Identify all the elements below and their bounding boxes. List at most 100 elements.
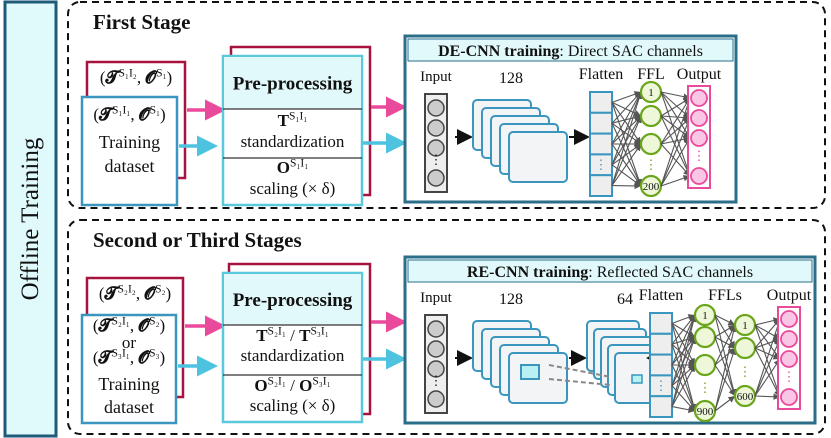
connection <box>754 318 782 397</box>
projection-line <box>548 378 612 386</box>
stage-dashed-border <box>67 219 826 435</box>
flatten-cell <box>589 111 613 135</box>
ffl-neuron <box>693 325 717 349</box>
cnn-title: DE-CNN training: Direct SAC channels <box>438 43 703 60</box>
conv-layer-label: 128 <box>499 291 523 308</box>
offline-training-bar: Offline Training <box>3 0 58 438</box>
output-neuron <box>780 388 798 406</box>
input-layer-label: Input <box>420 69 452 85</box>
connection <box>660 115 691 139</box>
connection <box>714 336 737 397</box>
connection <box>611 122 642 187</box>
scaling-symbol: OS₂I₁​ / OS₃I₁​ <box>254 375 330 395</box>
ffl-last-index: 200 <box>643 181 660 193</box>
cnn-network-box: DE-CNN training: Direct SAC channelsInpu… <box>403 34 738 204</box>
connection <box>660 175 691 187</box>
training-dataset-caption: dataset <box>104 397 154 417</box>
flatten-cell <box>589 132 613 156</box>
connection <box>671 364 696 412</box>
output-neuron <box>780 330 798 348</box>
output-neuron <box>690 89 708 107</box>
ellipsis-icon: ⋮ <box>655 378 668 393</box>
secondary-dataset-label: (𝓣S₁I₂​, 𝓞S₁​) <box>100 67 172 87</box>
connection <box>754 347 781 398</box>
kernel-window <box>520 364 540 380</box>
connection <box>754 347 781 360</box>
first-stage-panel: First Stage(𝓣S₁I₂​, 𝓞S₁​)(𝓣S₁I₁​, 𝓞S₁​)T… <box>67 1 826 209</box>
flatten-layer-label: Flatten <box>639 287 683 304</box>
connection <box>611 91 643 186</box>
connection <box>671 323 696 366</box>
connection <box>754 324 781 340</box>
connection <box>714 395 736 412</box>
connection <box>714 314 736 326</box>
connection <box>754 338 781 397</box>
connection <box>671 364 696 407</box>
ellipsis-icon: ⋮ <box>645 157 658 172</box>
ffl-last-index: 900 <box>697 406 714 418</box>
connection <box>714 364 736 397</box>
ellipsis-icon: ⋮ <box>430 373 443 388</box>
ffl-first-index: 1 <box>648 87 654 99</box>
ellipsis-icon: ⋮ <box>699 380 712 395</box>
scaling-symbol: OS₁I₁​ <box>277 157 309 177</box>
input-neuron <box>427 360 445 378</box>
ellipsis-icon: ⋮ <box>595 157 608 172</box>
projection-line <box>548 364 612 378</box>
standardization-symbol: TS₁I₁​ <box>278 110 308 130</box>
ffl-label: FFL <box>637 66 665 83</box>
flatten-cell <box>589 91 613 114</box>
input-neuron <box>427 390 445 408</box>
connection <box>660 91 691 119</box>
flatten-layer-label: Flatten <box>579 66 623 83</box>
connection <box>660 91 691 139</box>
ffl-neuron <box>639 104 663 128</box>
training-dataset-label: (𝓣S₃I₁​, 𝓞S₃​) <box>93 347 165 367</box>
connection <box>611 101 642 117</box>
connection <box>611 122 642 145</box>
second-third-stage-panel: Second or Third Stages(𝓣S₂I₂​, 𝓞S₂​)(𝓣S₂… <box>67 219 826 435</box>
input-neuron <box>427 340 445 358</box>
standardization-label: standardization <box>241 346 345 365</box>
secondary-dataset-label: (𝓣S₂I₂​, 𝓞S₂​) <box>99 283 171 303</box>
connection <box>671 343 696 366</box>
conv-layer-label: 64 <box>617 291 633 308</box>
stage-title: Second or Third Stages <box>93 228 302 252</box>
preprocessing-header <box>224 274 361 325</box>
flatten-cell <box>649 332 673 356</box>
connection <box>671 323 697 412</box>
offline-training-label: Offline Training <box>17 137 44 300</box>
cnn-title: RE-CNN training: Reflected SAC channels <box>467 264 753 281</box>
connection <box>611 102 642 145</box>
ffl-label: FFLs <box>708 287 742 304</box>
connection <box>714 314 737 397</box>
input-neuron <box>427 320 445 338</box>
output-neuron <box>690 167 708 185</box>
output-layer-label: Output <box>767 287 812 304</box>
connection <box>611 164 642 187</box>
flatten-cell <box>649 312 673 335</box>
preprocessing-title: Pre-processing <box>233 74 353 95</box>
kernel-output <box>631 374 643 384</box>
standardization-symbol: TS₂I₁​ / TS₃I₁​ <box>256 325 329 345</box>
connection <box>611 143 642 187</box>
ffl-neuron <box>639 132 663 156</box>
training-dataset-label: or <box>122 333 137 352</box>
connection <box>754 393 781 401</box>
input-neuron <box>427 139 445 157</box>
connection <box>660 91 691 100</box>
preprocessing-header <box>224 57 361 109</box>
connection <box>754 358 781 397</box>
flatten-cell <box>589 174 613 197</box>
connection <box>660 91 691 177</box>
connection <box>611 115 642 186</box>
training-dataset-caption: Training <box>98 374 159 394</box>
ellipsis-icon: ⋮ <box>693 148 706 163</box>
ffl-first-index: 1 <box>702 310 708 322</box>
connection <box>671 344 696 412</box>
connection <box>671 322 696 338</box>
connection <box>611 91 642 166</box>
feature-map <box>508 131 568 183</box>
training-dataset-box <box>80 95 179 207</box>
